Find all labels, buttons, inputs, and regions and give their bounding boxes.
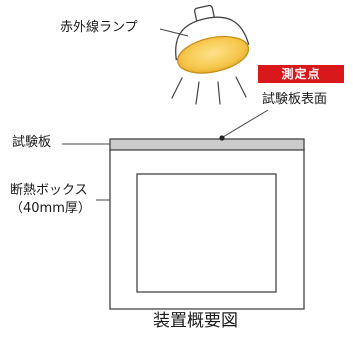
lamp-label: 赤外線ランプ — [60, 20, 138, 35]
test-plate-surface-label: 試験板表面 — [262, 92, 328, 107]
test-plate — [109, 138, 305, 151]
infrared-lamp-icon — [175, 4, 250, 74]
insulation-box-label-line1: 断熱ボックス — [10, 183, 88, 198]
light-rays — [171, 76, 247, 105]
lamp-leader-line — [159, 28, 189, 37]
surface-leader-line — [222, 109, 269, 138]
test-plate-label: 試験板 — [12, 135, 52, 150]
insulation-box-cavity — [136, 173, 277, 293]
insulation-box-label: 断熱ボックス （40mm厚） — [10, 182, 91, 218]
measure-point-badge: 測定点 — [258, 65, 344, 83]
insulation-box-label-line2: （40mm厚） — [10, 201, 91, 216]
measure-point-marker — [219, 135, 225, 141]
diagram-caption: 装置概要図 — [153, 311, 238, 331]
